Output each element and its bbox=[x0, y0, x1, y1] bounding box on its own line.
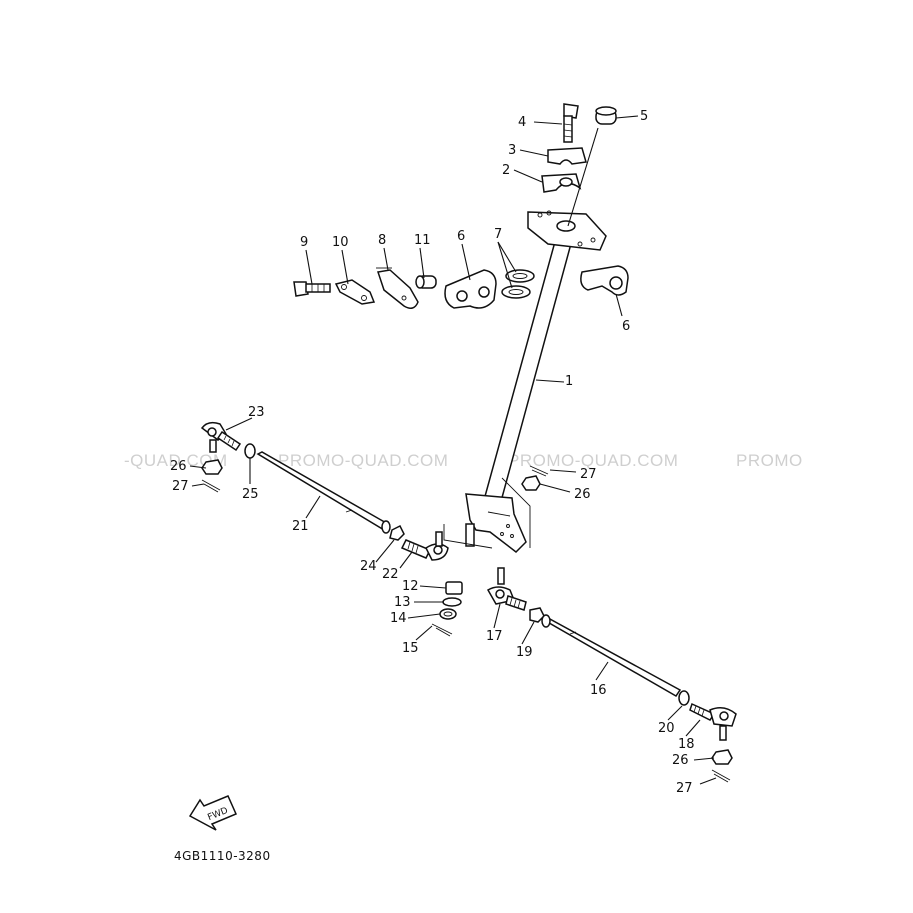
callout-4: 4 bbox=[518, 115, 526, 130]
plate-8 bbox=[376, 267, 419, 309]
callout-26-center: 26 bbox=[574, 487, 591, 502]
cotter-pin-27-right bbox=[711, 769, 731, 783]
callout-2: 2 bbox=[502, 163, 510, 178]
callout-3: 3 bbox=[508, 143, 516, 158]
cotter-pin-27-left bbox=[201, 479, 221, 493]
callouts: 1 2 3 4 5 6 6 7 8 9 10 11 12 13 14 15 16… bbox=[170, 109, 695, 796]
tie-rod-end-22 bbox=[400, 531, 449, 561]
steering-column bbox=[465, 210, 607, 553]
tie-rod-end-17 bbox=[486, 567, 527, 611]
drawing-code: 4GB1110-3280 bbox=[174, 849, 271, 863]
callout-26-right: 26 bbox=[672, 753, 689, 768]
nut-25 bbox=[244, 443, 256, 459]
cotter-pin-27-center bbox=[529, 465, 549, 477]
guide-line-right bbox=[501, 477, 531, 548]
callout-24: 24 bbox=[360, 559, 377, 574]
tie-rod-end-23 bbox=[200, 421, 242, 453]
callout-23: 23 bbox=[248, 405, 265, 420]
callout-7: 7 bbox=[494, 227, 502, 242]
callout-10: 10 bbox=[332, 235, 349, 250]
nut-12 bbox=[445, 581, 463, 595]
callout-20: 20 bbox=[658, 721, 675, 736]
collar-11 bbox=[415, 275, 437, 289]
tie-rod-16 bbox=[541, 614, 682, 698]
callout-5: 5 bbox=[640, 109, 648, 124]
nut-26-right bbox=[711, 749, 733, 765]
holder-6-left bbox=[444, 269, 497, 309]
callout-12: 12 bbox=[402, 579, 419, 594]
cotter-pin-15 bbox=[431, 623, 453, 637]
watermark: -QUAD.COM PROMO-QUAD.COM PROMO-QUAD.COM … bbox=[124, 451, 803, 470]
callout-21: 21 bbox=[292, 519, 309, 534]
callout-22: 22 bbox=[382, 567, 399, 582]
callout-15: 15 bbox=[402, 641, 419, 656]
callout-13: 13 bbox=[394, 595, 411, 610]
bushings-7 bbox=[501, 269, 535, 299]
clamp-2 bbox=[541, 173, 582, 193]
nut-24 bbox=[389, 524, 405, 541]
watermark-text-1: -QUAD.COM bbox=[124, 451, 228, 470]
callout-19: 19 bbox=[516, 645, 533, 660]
clamp-3 bbox=[547, 147, 587, 165]
washer-14 bbox=[439, 608, 457, 620]
callout-8: 8 bbox=[378, 233, 386, 248]
nut-20 bbox=[678, 690, 690, 706]
watermark-text-2: PROMO-QUAD.COM bbox=[278, 451, 448, 470]
callout-14: 14 bbox=[390, 611, 407, 626]
callout-9: 9 bbox=[300, 235, 308, 250]
tie-rod-end-18 bbox=[689, 702, 737, 741]
bolt-9 bbox=[293, 281, 331, 297]
nut-26-center bbox=[521, 475, 541, 491]
callout-6-lower: 6 bbox=[622, 319, 630, 334]
callout-27-center: 27 bbox=[580, 467, 597, 482]
callout-25: 25 bbox=[242, 487, 259, 502]
callout-27-left: 27 bbox=[172, 479, 189, 494]
callout-16: 16 bbox=[590, 683, 607, 698]
cap-5 bbox=[595, 106, 617, 125]
washer-13 bbox=[442, 597, 462, 607]
link-10 bbox=[334, 279, 376, 305]
nut-19 bbox=[529, 607, 545, 623]
watermark-text-4: PROMO bbox=[736, 451, 803, 470]
callout-17: 17 bbox=[486, 629, 503, 644]
guide-line bbox=[443, 524, 493, 549]
bracket-6-right bbox=[580, 265, 629, 296]
callout-18: 18 bbox=[678, 737, 695, 752]
callout-11: 11 bbox=[414, 233, 431, 248]
bolt-4 bbox=[563, 103, 579, 143]
callout-27-right: 27 bbox=[676, 781, 693, 796]
callout-6-upper: 6 bbox=[457, 229, 465, 244]
callout-1: 1 bbox=[565, 374, 573, 389]
fwd-arrow: FWD bbox=[188, 795, 237, 831]
watermark-text-3: PROMO-QUAD.COM bbox=[508, 451, 678, 470]
leader-lines bbox=[189, 115, 717, 785]
callout-26-left: 26 bbox=[170, 459, 187, 474]
tie-rod-21 bbox=[256, 451, 391, 534]
